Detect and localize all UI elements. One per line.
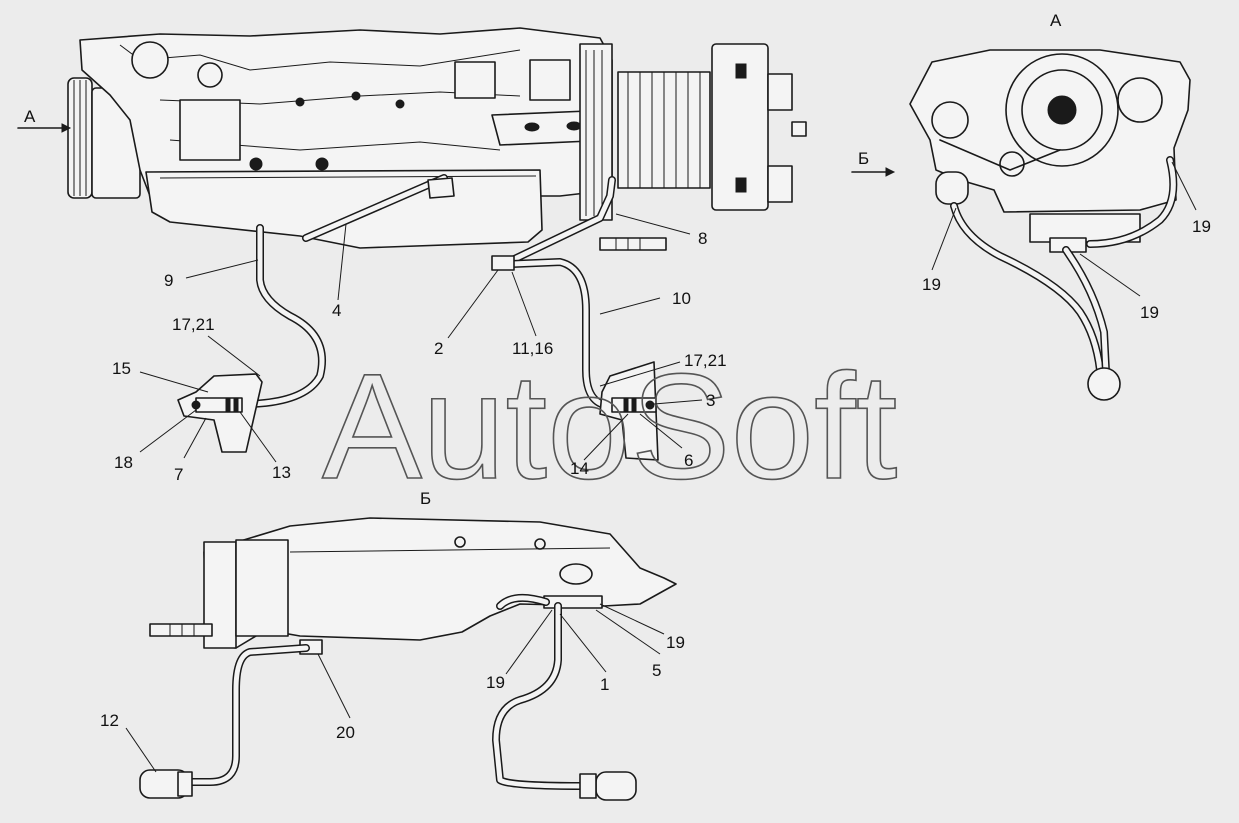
callout-19-view-a-mid: 19 [1140,303,1159,322]
callout-12: 12 [100,711,119,730]
leader-lines [125,161,1197,773]
callout-10: 10 [672,289,691,308]
callout-9: 9 [164,271,173,290]
right-valve-bracket [599,361,659,461]
view-a-title: А [1050,11,1062,30]
callout-18: 18 [114,453,133,472]
callout-19-view-a-right: 19 [1192,217,1211,236]
view-arrow-b-label: Б [858,149,869,168]
view-b-title: Б [420,489,431,508]
view-a-front: А Б [851,11,1191,401]
callout-19-view-a-left: 19 [922,275,941,294]
callout-3: 3 [706,391,715,410]
view-arrow-a-label: А [24,107,36,126]
callout-15: 15 [112,359,131,378]
watermark: AutoSoft [322,342,897,510]
callout-8: 8 [698,229,707,248]
callout-19-view-b-right: 19 [666,633,685,652]
engine-side-view [67,27,807,410]
view-b-bottom: Б [139,489,677,801]
callout-14: 14 [570,459,589,478]
callout-19-view-b-left: 19 [486,673,505,692]
callout-2: 2 [434,339,443,358]
callout-17-21-right: 17,21 [684,351,727,370]
callout-20: 20 [336,723,355,742]
left-valve-bracket [177,373,263,453]
clutch-boot [617,71,711,189]
callout-17-21-left: 17,21 [172,315,215,334]
callout-13: 13 [272,463,291,482]
callout-7: 7 [174,465,183,484]
callout-6: 6 [684,451,693,470]
callout-1: 1 [600,675,609,694]
callout-labels: 9 4 2 11,16 10 8 17,21 15 18 7 13 17,21 … [100,217,1211,742]
callout-11-16: 11,16 [512,339,553,358]
callout-5: 5 [652,661,661,680]
view-arrow-a: А [17,107,72,133]
callout-4: 4 [332,301,341,320]
